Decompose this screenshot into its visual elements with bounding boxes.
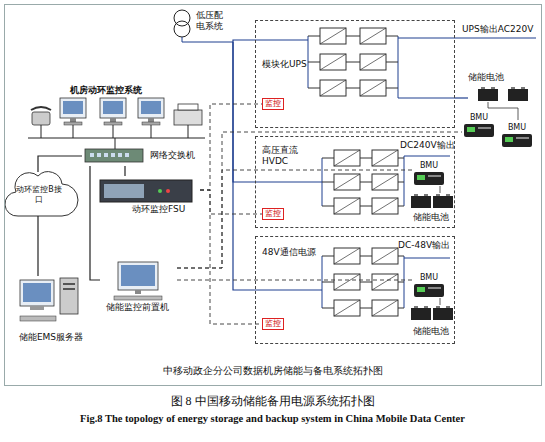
power-line [233, 42, 255, 182]
monitor-tag: 监控 [262, 318, 284, 330]
power-line [37, 216, 38, 276]
node-label: 储能监控前置机 [100, 302, 175, 313]
power-line [90, 166, 100, 280]
device-node: 储能电池 [408, 304, 456, 339]
annotation: 机房动环监控系统 [70, 85, 142, 96]
fsu-device [100, 180, 192, 202]
power-line [455, 97, 468, 98]
device-node: 网络交换机 [82, 146, 200, 166]
node-label: 低压配电系统 [196, 10, 224, 32]
power-line [233, 42, 255, 290]
node-label: 动环监控FSU [132, 204, 185, 215]
node-label: 储能EMS服务器 [15, 332, 87, 343]
node-label: 动环监控B接口 [14, 185, 64, 204]
node-label: 48V通信电源 [262, 247, 322, 258]
power-line [124, 166, 125, 176]
device-node: BMU [412, 272, 448, 298]
device-node: 动环监控B接口 [10, 172, 68, 216]
power-group: 模块化UPS 监控 [255, 20, 455, 128]
node-label: 监控 [263, 99, 283, 109]
converter-modules [255, 28, 536, 316]
device-node: 储能EMS服务器 [15, 276, 89, 346]
node-label: 网络交换机 [150, 150, 195, 161]
node-label: BMU [412, 161, 446, 171]
device-node: 动环监控FSU [96, 176, 200, 226]
node-label: 监控 [263, 319, 283, 329]
english-caption: Fig.8 The topology of energy storage and… [0, 413, 545, 426]
front-end-computer [114, 262, 162, 300]
annotation: UPS输出AC220V [462, 24, 533, 35]
annotation: DC-48V输出 [398, 240, 450, 251]
monitoring-link [177, 132, 462, 268]
monitor-tag: 监控 [262, 98, 284, 110]
node-label: 储能电池 [408, 326, 454, 337]
node-label: BMU [462, 113, 496, 123]
monitoring-link [177, 170, 412, 268]
transformer-symbol [174, 10, 233, 42]
diagram-panel: 中移动政企分公司数据机房储能与备电系统拓扑图 低压配电系统网络交换机动环监控FSU… [4, 4, 542, 386]
ems-server [20, 278, 78, 321]
device-node: 储能电池 [468, 72, 538, 108]
node-label: 监控 [263, 209, 283, 219]
device-node: 储能监控前置机 [100, 258, 177, 318]
figure-caption: 图 8 中国移动储能备用电源系统拓扑图 [0, 394, 545, 408]
power-line [233, 40, 255, 42]
power-line [38, 156, 82, 172]
device-node: BMU [500, 122, 536, 148]
network-switch [85, 149, 143, 162]
device-node: 低压配电系统 [170, 8, 240, 42]
annotation: DC240V输出 [400, 140, 455, 151]
monitoring-link [200, 190, 262, 324]
node-label: 储能电池 [468, 72, 504, 83]
node-label: BMU [500, 123, 534, 133]
node-label: 中移动政企分公司数据机房储能与备电系统拓扑图 [5, 365, 540, 377]
node-label: 模块化UPS [262, 59, 308, 70]
monitor-tag: 监控 [262, 208, 284, 220]
node-label: 高压直流HVDC [262, 145, 314, 167]
monitoring-terminals [28, 98, 205, 149]
monitoring-link [200, 104, 262, 190]
node-label: BMU [412, 273, 446, 283]
node-label: 储能电池 [408, 212, 454, 223]
device-node: BMU [412, 160, 448, 186]
battery-symbols [411, 87, 528, 320]
bmu-wires [440, 102, 518, 305]
device-node: 储能电池 [408, 192, 456, 225]
device-node: BMU [462, 112, 498, 138]
monitoring-link [200, 190, 262, 214]
power-group: 48V通信电源监控 BMU 储能电池 [255, 236, 455, 344]
monitoring-link [177, 280, 412, 281]
cloud-shape [5, 172, 78, 216]
